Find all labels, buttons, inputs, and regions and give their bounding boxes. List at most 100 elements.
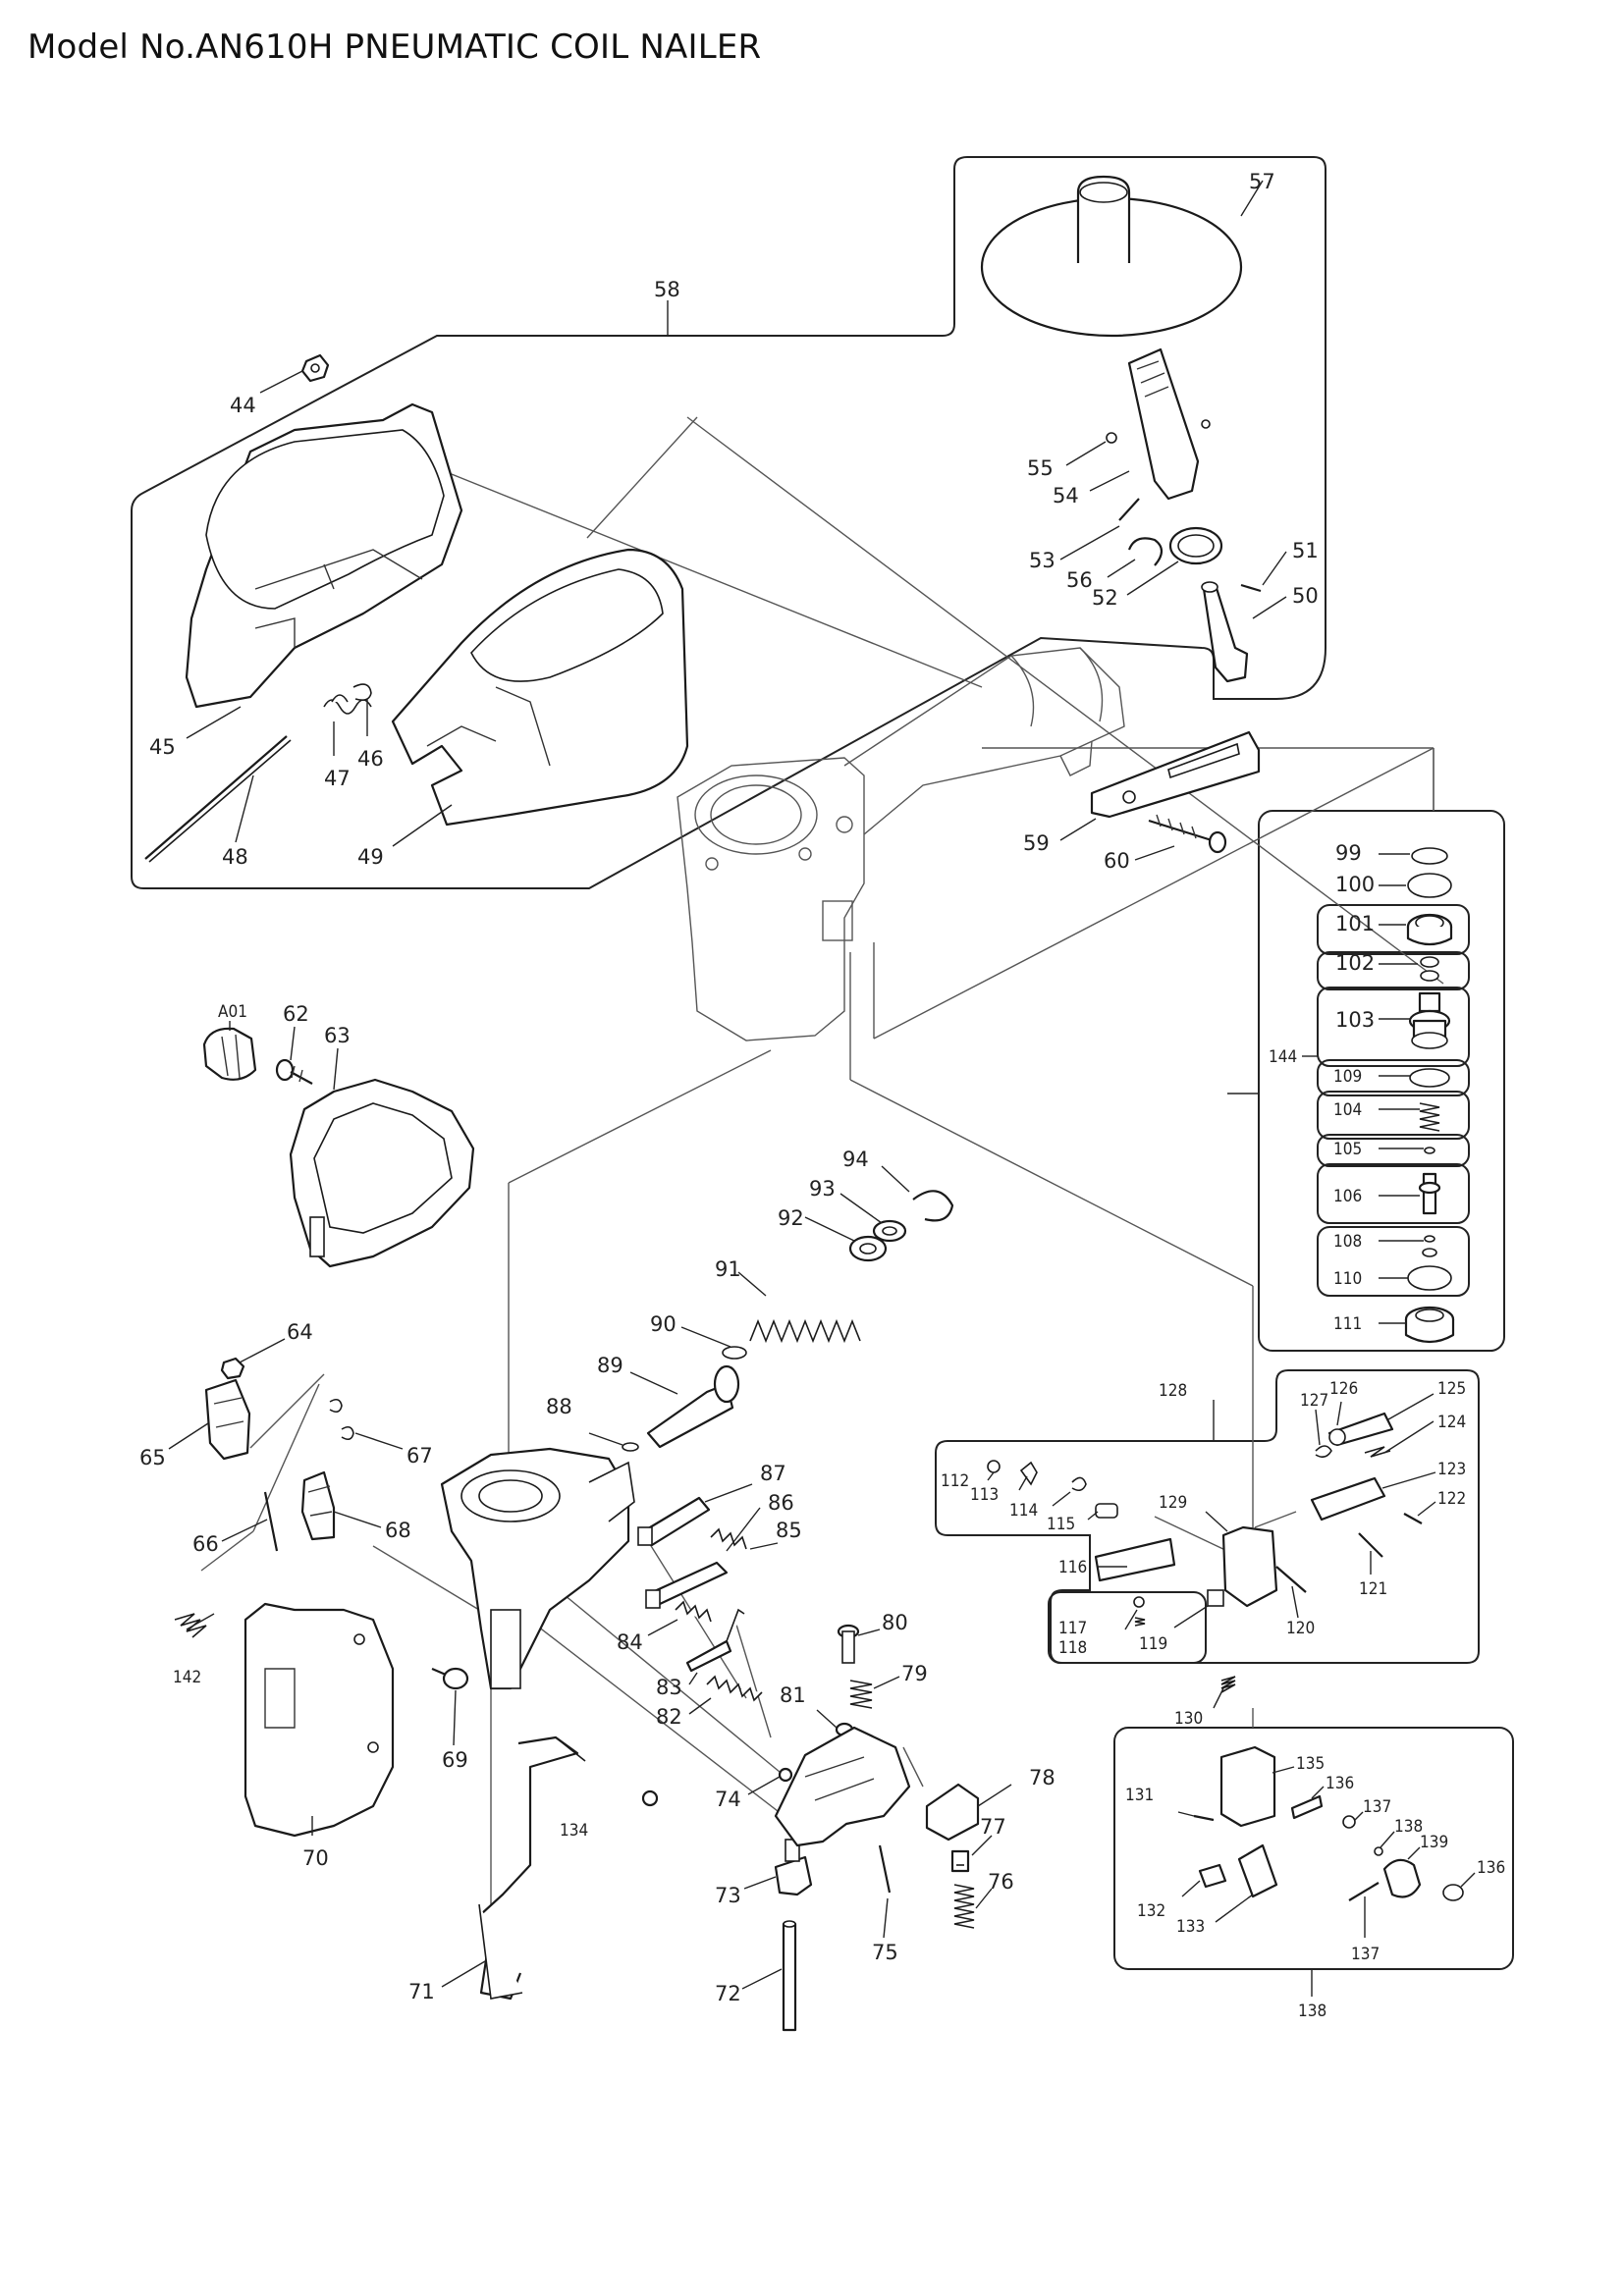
label-117: 121 [1359,1579,1387,1599]
label-98: 102 [1335,951,1375,975]
label-66: 66 [192,1532,219,1556]
hook-59 [1090,730,1261,819]
spring-139 [174,1613,207,1638]
spring-100 [1419,1102,1440,1132]
clip-94 [912,1190,954,1222]
oring-101 [1424,1147,1435,1154]
label-78: 78 [1029,1766,1056,1789]
nut-74 [778,1767,793,1783]
spring-86 [710,1527,747,1550]
oring-90 [722,1346,747,1360]
label-112: 116 [1058,1558,1087,1577]
oring-96 [1407,873,1452,898]
label-50: 50 [1292,584,1319,608]
label-51: 51 [1292,539,1319,562]
label-48: 48 [222,845,248,869]
pin-127 [1193,1814,1215,1822]
label-86: 86 [768,1491,794,1515]
oring-136 [1442,1884,1464,1901]
part-133 [1342,1815,1356,1829]
contact-arm-73 [774,1839,813,1896]
pin-80 [837,1624,860,1664]
label-59: 59 [1023,831,1050,855]
label-127: 131 [1125,1786,1154,1805]
label-89: 89 [597,1354,623,1377]
label-119: 123 [1437,1460,1466,1479]
disc-57 [980,175,1243,338]
pin-75 [878,1844,892,1894]
label-63: 63 [324,1024,351,1047]
label-134: 138 [1394,1817,1423,1837]
spring-76 [953,1884,975,1929]
label-131: 135 [1296,1754,1325,1774]
part-128 [1198,1863,1227,1889]
part-labels: 58 44 45 46 47 48 49 57 55 54 53 56 52 5… [139,170,1505,2021]
label-132: 136 [1326,1774,1354,1793]
label-122: 126 [1329,1379,1358,1399]
nut-64 [220,1357,245,1380]
label-96: 100 [1335,873,1375,896]
part-123 [1315,1445,1332,1459]
label-91: 91 [715,1257,741,1281]
pin-132 [1290,1794,1324,1820]
pin-118 [1403,1513,1423,1524]
oring-98a [1420,956,1439,968]
label-45: 45 [149,735,176,759]
spring-120 [1364,1446,1391,1458]
pin-48 [144,735,292,863]
label-56: 56 [1066,568,1093,592]
ball-134 [1374,1846,1383,1856]
spring-114 [1134,1617,1146,1627]
pin-117 [1358,1532,1383,1558]
label-114: 118 [1058,1638,1087,1658]
pin-51 [1240,583,1262,593]
label-105: 110 [1333,1269,1362,1289]
label-111: 115 [1047,1515,1075,1534]
bolt-60 [1148,814,1227,854]
label-65: 65 [139,1446,166,1469]
label-124: 129 [1159,1493,1187,1513]
label-123: 127 [1300,1391,1328,1411]
leader-lines [168,180,1476,1997]
label-49: 49 [357,845,384,869]
cap-97 [1406,913,1453,946]
valve-group-box [1258,810,1505,1352]
label-47: 47 [324,767,351,790]
label-110: 114 [1009,1501,1038,1521]
label-79: 79 [901,1662,928,1685]
label-81: 81 [780,1683,806,1707]
oring-104 [1409,1068,1450,1088]
label-106: 111 [1333,1314,1362,1334]
cylinder-housing [677,647,1125,1041]
oring-98b [1420,970,1439,982]
cap-77 [950,1849,970,1873]
label-137: 137 [1351,1945,1380,1964]
bracket-68 [300,1470,336,1541]
label-100: 104 [1333,1100,1362,1120]
label-116: 120 [1286,1619,1315,1638]
label-90: 90 [650,1312,677,1336]
washer-92 [848,1235,888,1262]
valve-subgroup-98 [1317,951,1470,990]
label-109: 113 [970,1485,999,1505]
washer-93 [872,1219,907,1243]
label-a01: A01 [218,1002,247,1022]
screw-69 [431,1667,469,1690]
magazine-cover-45 [185,402,463,709]
oring-95 [1411,847,1448,865]
part-109 [1019,1461,1038,1486]
oring-105 [1407,1265,1452,1291]
label-93: 93 [809,1177,836,1201]
label-64: 64 [287,1320,313,1344]
body-131 [1219,1745,1276,1828]
magazine-group-box [131,156,1326,889]
label-52: 52 [1092,586,1118,610]
label-62: 62 [283,1002,309,1026]
cover-63 [289,1078,475,1268]
label-97: 101 [1335,912,1375,935]
oring-103a [1424,1235,1435,1243]
shaft-50 [1201,581,1249,683]
label-87: 87 [760,1462,786,1485]
label-77: 77 [980,1815,1006,1839]
spring-67 [329,1398,354,1441]
